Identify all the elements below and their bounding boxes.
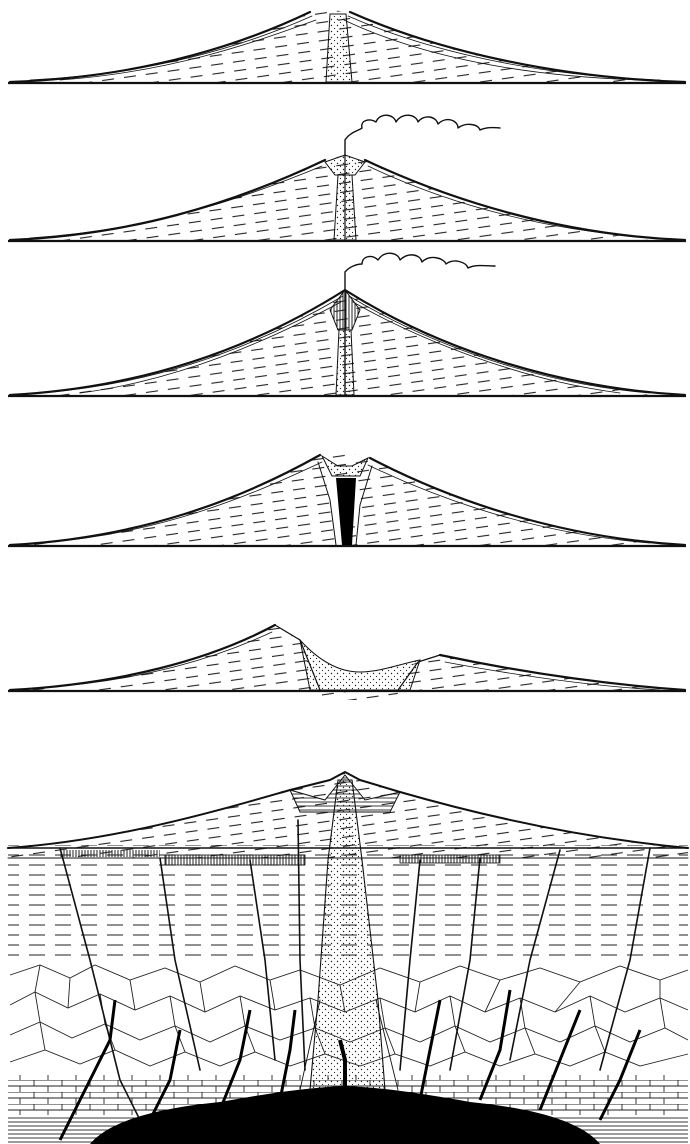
panel-3-volcano-peak bbox=[8, 253, 686, 396]
panel-2-volcano-smoking bbox=[8, 115, 686, 241]
panel-6-cross-section bbox=[8, 772, 688, 1144]
smoke-plume-icon bbox=[345, 115, 500, 155]
panel-4-volcano-broken bbox=[8, 452, 686, 546]
panel-5-caldera bbox=[8, 625, 686, 700]
smoke-plume-icon bbox=[345, 253, 495, 290]
panel-1-volcano bbox=[8, 10, 686, 83]
